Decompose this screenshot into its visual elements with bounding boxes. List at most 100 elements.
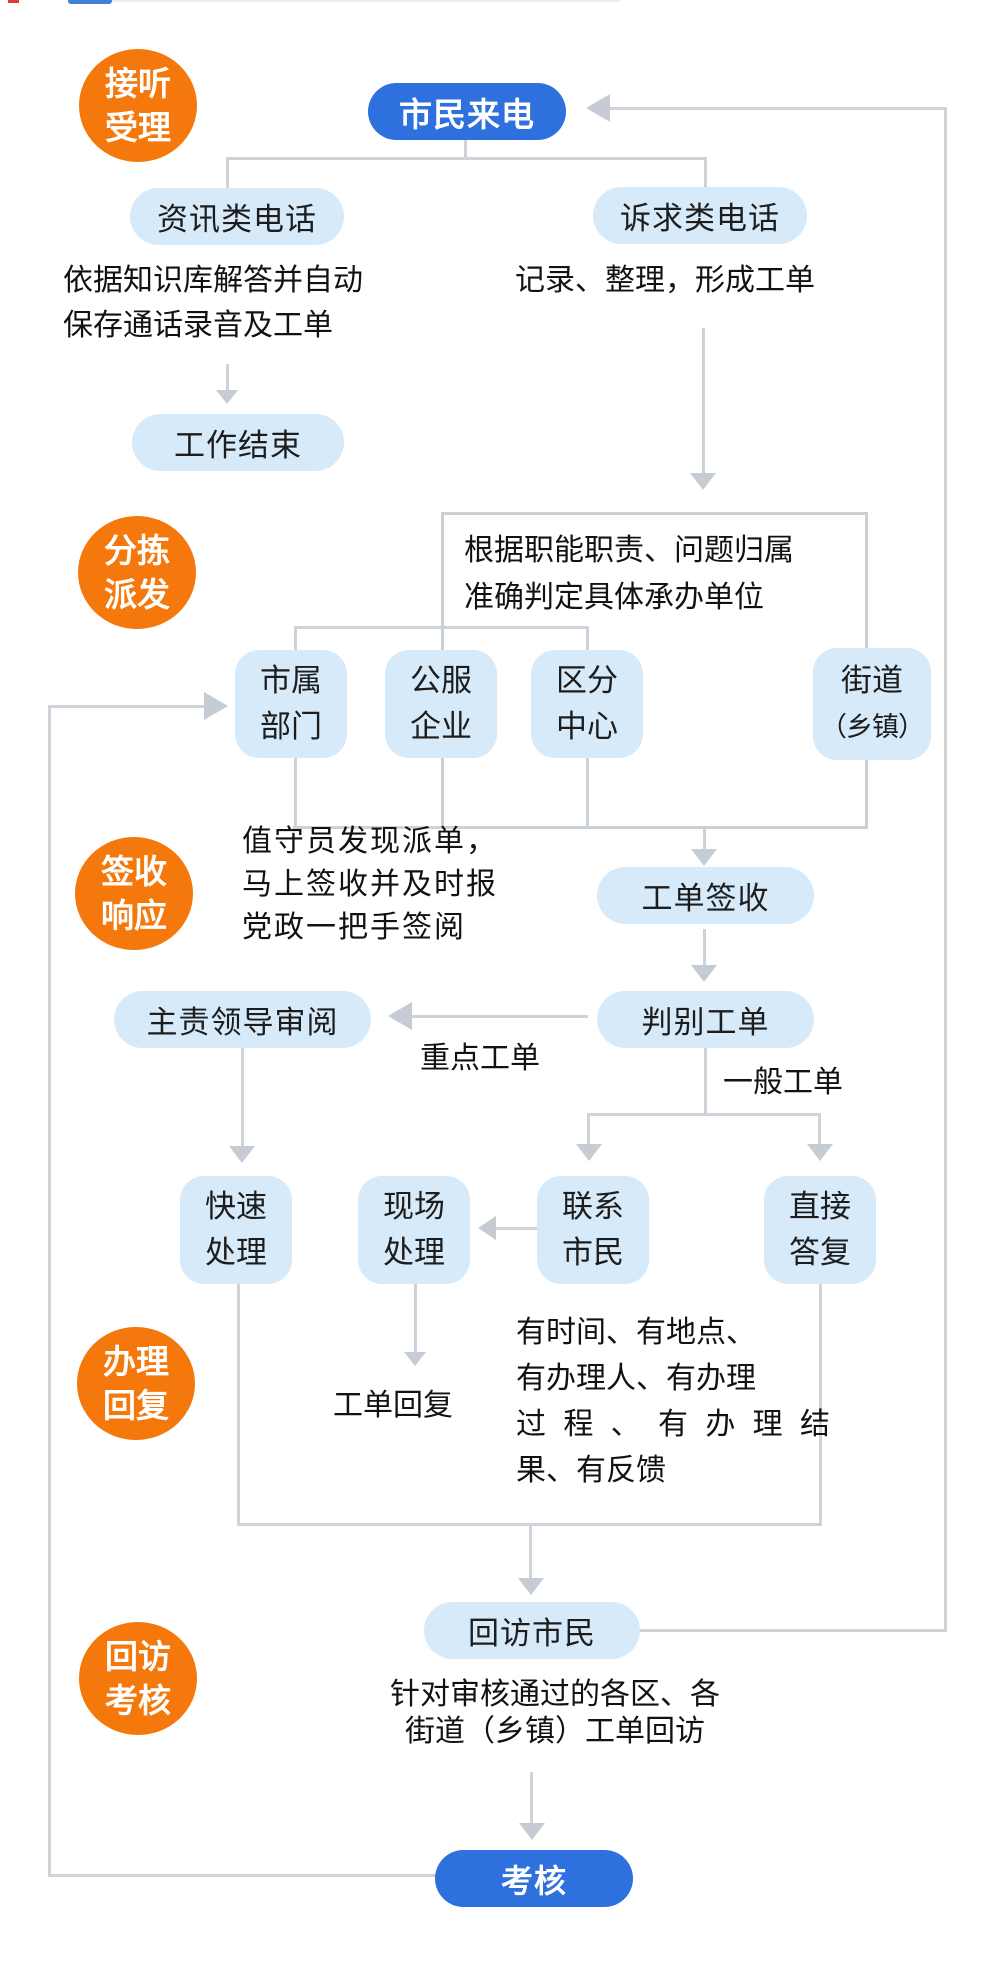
connector (818, 1113, 821, 1145)
stage-circle-sort-dispatch: 分拣 派发 (78, 516, 196, 629)
description-line: 有办理人、有办理 (516, 1362, 756, 1395)
arrowhead-left-icon (478, 1216, 496, 1240)
connector (587, 1113, 821, 1116)
description-line: 准确判定具体承办单位 (464, 581, 764, 614)
connector (819, 1284, 822, 1526)
node-district-centers: 区分 中心 (531, 650, 643, 758)
connector (241, 1048, 244, 1147)
arrowhead-right-icon (204, 692, 228, 720)
stage-circle-sign-respond: 签收 响应 (75, 837, 193, 950)
arrowhead-left-icon (586, 94, 610, 122)
node-quick-handle: 快速 处理 (180, 1176, 292, 1284)
connector (294, 626, 297, 652)
feedback-connector (610, 107, 947, 110)
node-label: 中心 (556, 709, 618, 744)
feedback-connector (637, 1629, 947, 1632)
connector (702, 328, 705, 474)
connector (703, 929, 706, 967)
arrowhead-down-icon (216, 390, 238, 404)
cropped-divider-artifact (112, 0, 620, 2)
arrowhead-down-icon (690, 473, 716, 490)
stage-label: 回复 (103, 1386, 169, 1424)
description-line: 果、有反馈 (516, 1454, 666, 1487)
node-label: 街道 (841, 663, 903, 698)
description-line: 记录、整理，形成工单 (515, 264, 815, 297)
connector (530, 1772, 533, 1824)
stage-circle-answer-accept: 接听 受理 (79, 49, 197, 162)
node-label: 工单签收 (641, 881, 770, 916)
edge-label: 一般工单 (723, 1066, 843, 1099)
node-appeal-call: 诉求类电话 (593, 187, 807, 244)
node-label: 主责领导审阅 (146, 1005, 339, 1040)
description-line: 依据知识库解答并自动 (63, 264, 363, 297)
cropped-blue-tab-artifact (68, 0, 112, 4)
stage-label: 接听 (105, 64, 171, 102)
connector (587, 1113, 590, 1145)
connector (414, 1284, 417, 1352)
connector (495, 1227, 537, 1230)
node-label: （乡镇） (820, 712, 925, 742)
node-info-call: 资讯类电话 (130, 188, 344, 245)
description-line: 街道（乡镇）工单回访 (405, 1715, 705, 1748)
arrowhead-down-icon (576, 1144, 602, 1161)
arrowhead-down-icon (691, 965, 717, 982)
label-key-order: 重点工单 (420, 1036, 580, 1081)
arrowhead-down-icon (518, 1578, 544, 1595)
description-line: 过程、有办理结 (516, 1408, 830, 1441)
connector (586, 626, 589, 652)
connector (237, 1284, 240, 1526)
arrowhead-down-icon (691, 849, 717, 866)
description-line: 党政一把手签阅 (242, 911, 466, 944)
connector (293, 826, 443, 829)
node-label: 考核 (500, 1862, 567, 1899)
node-label: 市属 (260, 663, 322, 698)
stage-label: 分拣 (104, 531, 170, 569)
node-label: 直接 (789, 1189, 851, 1224)
feedback-connector (48, 1874, 437, 1877)
dispatch-rule-text: 根据职能职责、问题归属 准确判定具体承办单位 (464, 527, 844, 621)
node-contact-citizen: 联系 市民 (537, 1176, 649, 1284)
arrowhead-down-icon (519, 1823, 545, 1840)
node-direct-answer: 直接 答复 (764, 1176, 876, 1284)
node-label: 企业 (410, 709, 472, 744)
description-line: 根据职能职责、问题归属 (464, 534, 794, 567)
revisit-description: 针对审核通过的各区、各 街道（乡镇）工单回访 (305, 1676, 805, 1750)
node-citizen-call: 市民来电 (368, 83, 566, 140)
arrowhead-left-icon (388, 1002, 412, 1030)
node-label: 公服 (410, 663, 472, 698)
arrowhead-down-icon (404, 1352, 426, 1366)
node-onsite-handle: 现场 处理 (358, 1176, 470, 1284)
stage-circle-revisit-assess: 回访 考核 (79, 1622, 197, 1735)
order-reply-text: 工单回复 (333, 1383, 493, 1428)
node-label: 处理 (205, 1235, 267, 1270)
info-call-description: 依据知识库解答并自动 保存通话录音及工单 (63, 258, 383, 348)
appeal-call-description: 记录、整理，形成工单 (515, 258, 885, 303)
node-label: 判别工单 (641, 1005, 770, 1040)
node-label: 工单回复 (333, 1389, 453, 1422)
node-street-townships: 街道 （乡镇） (813, 648, 931, 760)
stage-label: 考核 (105, 1681, 171, 1719)
connector (410, 1015, 588, 1018)
stage-label: 办理 (103, 1342, 169, 1380)
node-revisit-citizen: 回访市民 (424, 1602, 640, 1659)
node-public-service-enterprises: 公服 企业 (385, 650, 497, 758)
feedback-connector (48, 705, 206, 708)
stage-label: 响应 (101, 896, 167, 934)
connector (704, 1048, 707, 1115)
stage-label: 派发 (104, 575, 170, 613)
node-label: 资讯类电话 (157, 202, 317, 237)
node-order-sign: 工单签收 (597, 867, 814, 924)
node-label: 市民来电 (399, 95, 535, 133)
stage-label: 签收 (101, 852, 167, 890)
description-line: 针对审核通过的各区、各 (390, 1678, 720, 1711)
connector (586, 757, 589, 829)
node-label: 工作结束 (174, 428, 302, 463)
node-label: 部门 (260, 709, 322, 744)
connector (703, 829, 706, 851)
cropped-red-artifact (8, 0, 19, 3)
connector (226, 157, 707, 160)
node-work-end: 工作结束 (132, 414, 344, 471)
connector (464, 138, 467, 159)
connector (294, 757, 297, 829)
connector (529, 1523, 532, 1579)
